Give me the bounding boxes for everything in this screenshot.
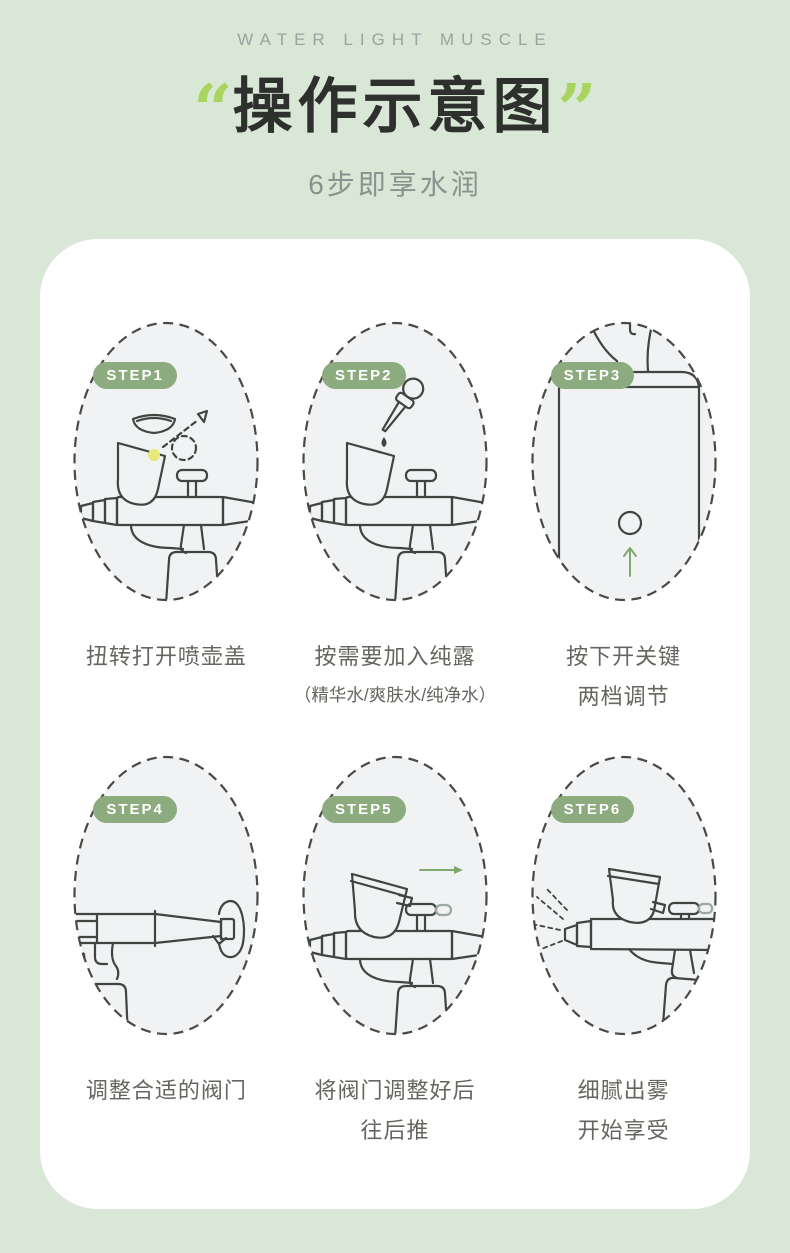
cup-with-rim-icon <box>349 872 414 939</box>
step3-oval: STEP3 <box>529 319 719 604</box>
right-arrow-icon <box>418 866 463 874</box>
step2-caption: 按需要加入纯露 （精华水/爽肤水/纯净水） <box>293 644 497 705</box>
rotate-arrow-icon <box>212 899 246 959</box>
steps-grid: STEP1 扭转打开喷壶盖 <box>40 239 750 1151</box>
step3-badge: STEP3 <box>550 362 635 389</box>
spray-mist-icon <box>532 886 568 952</box>
power-button-icon <box>617 510 642 536</box>
step-cell-5: STEP5 将阀门调整好后 往后推 <box>300 753 490 1151</box>
step6-badge: STEP6 <box>550 796 635 823</box>
dropper-icon <box>381 377 425 433</box>
lid-icon <box>132 413 177 435</box>
step-cell-4: STEP4 调整合适的阀门 <box>71 753 261 1151</box>
page-title: “操作示意图” <box>0 58 790 145</box>
dashed-move-arrow-icon <box>162 409 209 462</box>
step4-badge: STEP4 <box>93 796 177 823</box>
step3-caption: 按下开关键 两档调节 <box>566 644 682 709</box>
step3-illustration <box>531 321 717 602</box>
step5-badge: STEP5 <box>321 796 406 823</box>
page-subtitle: 6步即享水润 <box>308 169 482 200</box>
step2-illustration <box>302 321 488 602</box>
step-cell-6: STEP6 细腻出雾 开始享受 <box>529 753 719 1151</box>
cup-icon <box>345 441 396 506</box>
rear-valve-icon <box>220 917 236 941</box>
step1-caption: 扭转打开喷壶盖 <box>85 644 247 669</box>
airbrush-icon <box>80 468 258 600</box>
cup-with-rim-icon <box>606 867 666 924</box>
step2-badge: STEP2 <box>321 362 406 389</box>
step5-illustration <box>302 755 488 1036</box>
step-cell-2: STEP2 按需要加入纯露 （精华水/爽肤水/纯净水） <box>294 319 496 717</box>
step-cell-1: STEP1 扭转打开喷壶盖 <box>71 319 261 717</box>
step1-badge: STEP1 <box>93 362 177 389</box>
step4-caption: 调整合适的阀门 <box>85 1078 247 1103</box>
page-header: WATER LIGHT MUSCLE “操作示意图” 6步即享水润 <box>0 0 790 203</box>
step-cell-3: STEP3 按下开关键 两档调节 <box>529 319 719 717</box>
step2-oval: STEP2 <box>300 319 490 604</box>
step1-oval: STEP1 <box>71 319 261 604</box>
step4-illustration <box>73 755 259 1036</box>
close-quote-icon: ” <box>557 70 597 150</box>
step1-illustration <box>73 321 259 602</box>
valve-lever-icon <box>434 903 453 917</box>
up-arrow-icon <box>622 547 637 577</box>
page-title-text: 操作示意图 <box>232 73 558 140</box>
step6-oval: STEP6 <box>529 753 719 1038</box>
step5-oval: STEP5 <box>300 753 490 1038</box>
open-quote-icon: “ <box>193 70 233 150</box>
steps-card: STEP1 扭转打开喷壶盖 <box>40 239 750 1209</box>
step6-caption: 细腻出雾 开始享受 <box>577 1078 670 1143</box>
airbrush-icon <box>308 902 486 1034</box>
water-drop-icon <box>381 437 387 447</box>
step6-illustration <box>531 755 717 1036</box>
step4-oval: STEP4 <box>71 753 261 1038</box>
eyebrow-text: WATER LIGHT MUSCLE <box>237 30 553 49</box>
step5-caption: 将阀门调整好后 往后推 <box>314 1078 476 1143</box>
highlight-dot <box>148 449 161 461</box>
valve-lever-icon <box>697 902 713 915</box>
